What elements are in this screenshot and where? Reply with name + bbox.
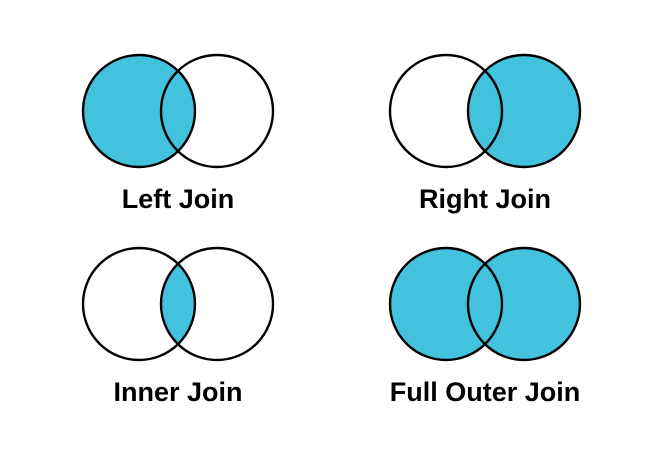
venn-cell-inner-join: Inner Join <box>80 245 276 410</box>
left-circle-fill <box>83 55 195 167</box>
left-join-label: Left Join <box>121 184 235 214</box>
venn-cell-right-join: Right Join <box>387 52 583 217</box>
right-circle-outline <box>159 53 275 169</box>
right-circle-outline <box>466 53 582 169</box>
left-circle-fill <box>390 248 502 360</box>
venn-diagram-left-join <box>81 53 275 169</box>
left-circle-outline <box>81 246 197 362</box>
left-circle-outline <box>388 246 504 362</box>
venn-cell-full-outer-join: Full Outer Join <box>387 245 583 410</box>
right-circle-outline <box>159 246 275 362</box>
venn-diagram-right-join <box>388 53 582 169</box>
left-circle-outline <box>388 53 504 169</box>
venn-diagram-inner-join <box>81 246 275 362</box>
venn-cell-left-join: Left Join <box>80 52 276 217</box>
inner-join-label: Inner Join <box>113 377 243 407</box>
right-circle-outline <box>466 246 582 362</box>
right-circle-fill <box>468 55 580 167</box>
full-outer-join-label: Full Outer Join <box>389 377 581 407</box>
left-circle-outline <box>81 53 197 169</box>
right-join-label: Right Join <box>419 184 551 214</box>
venn-diagram-full-outer-join <box>388 246 582 362</box>
right-circle-fill <box>468 248 580 360</box>
